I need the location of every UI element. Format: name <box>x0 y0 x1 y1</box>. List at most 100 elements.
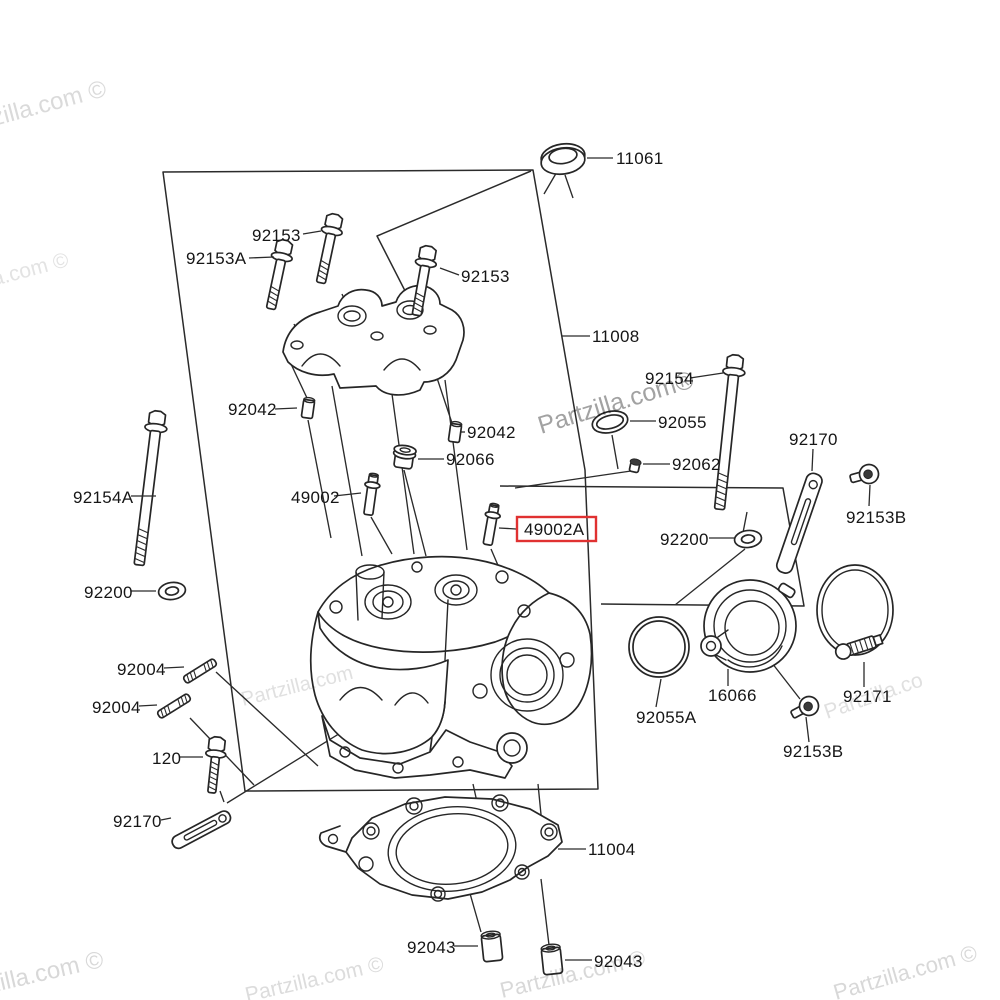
leader-line <box>302 230 322 235</box>
part-label-92154-5: 92154 <box>645 369 724 388</box>
part-label-11008-4: 11008 <box>562 327 640 346</box>
drawing-oring-92055 <box>591 410 629 434</box>
part-number-text: 92154A <box>73 488 134 507</box>
part-number-text: 92043 <box>594 952 643 971</box>
part-label-92066-9: 92066 <box>418 450 495 469</box>
part-number-text: 92153B <box>846 508 906 527</box>
drawing-guide-49002A <box>479 501 504 547</box>
drawing-bolt-92153-top <box>309 211 347 286</box>
part-number-text: 120 <box>152 749 181 768</box>
part-label-16066-22: 16066 <box>708 669 757 705</box>
drawing-stud-92004-top <box>181 657 219 685</box>
part-label-92043-27: 92043 <box>407 938 478 957</box>
watermark-text: zilla.com © <box>0 946 106 999</box>
watermark-text: Partzilla.com © <box>830 940 979 1000</box>
leader-line <box>689 372 724 379</box>
part-number-text: 16066 <box>708 686 757 705</box>
watermark-text: Partzilla.co <box>821 669 926 724</box>
part-label-11004-26: 11004 <box>558 840 636 859</box>
highlight-box <box>515 515 598 543</box>
leader-line <box>811 448 814 472</box>
part-number-text: 92153 <box>461 267 510 286</box>
part-label-92004-18: 92004 <box>117 660 185 679</box>
part-label-92153A-2: 92153A <box>186 249 275 268</box>
part-label-92200-14: 92200 <box>660 530 734 549</box>
leader-line <box>439 267 460 276</box>
watermark-text: a.com © <box>0 248 72 291</box>
drawing-cotter-92170-right <box>775 472 823 574</box>
part-number-text: 92153B <box>783 742 843 761</box>
drawing-socket-bolt-92153B-top <box>847 461 882 489</box>
part-number-text: 11004 <box>588 840 636 859</box>
drawing-washer-92200-right <box>732 528 764 550</box>
part-number-text: 92066 <box>446 450 495 469</box>
part-label-92004-19: 92004 <box>92 698 158 717</box>
leader-line <box>274 407 298 410</box>
part-number-text: 92042 <box>228 400 277 419</box>
drawing-bolt-92153A <box>259 237 297 312</box>
leader-line <box>498 527 517 530</box>
drawing-bolt-120 <box>200 735 229 795</box>
part-label-92171-24: 92171 <box>843 662 892 706</box>
watermark-text: zilla.com © <box>0 75 110 132</box>
watermark-text: Partzilla.com © <box>243 953 387 1000</box>
part-label-92153B-16: 92153B <box>846 484 906 527</box>
part-number-text: 11008 <box>592 327 640 346</box>
leader-line <box>868 484 871 507</box>
part-label-11061-0: 11061 <box>587 149 664 168</box>
drawing-stud-92004-bottom <box>155 692 193 720</box>
drawing-cylinder-head <box>309 555 593 779</box>
part-label-92170-15: 92170 <box>789 430 838 472</box>
drawing-dowel-92043-left <box>479 929 504 963</box>
part-label-92062-10: 92062 <box>643 455 721 474</box>
drawing-guide-49002 <box>359 471 383 517</box>
drawing-bolt-92154A <box>127 408 170 568</box>
leader-line <box>248 256 275 259</box>
part-number-text: 92154 <box>645 369 694 388</box>
part-number-text: 92200 <box>84 583 133 602</box>
drawing-clamp-92171 <box>816 564 894 660</box>
part-label-92200-17: 92200 <box>84 583 156 602</box>
part-label-49002-12: 49002 <box>291 488 362 507</box>
part-label-92042-7: 92042 <box>461 423 515 442</box>
leader-line <box>333 492 362 497</box>
part-number-text: 92055 <box>658 413 707 432</box>
part-number-text: 49002 <box>291 488 340 507</box>
part-number-text: 92153A <box>186 249 247 268</box>
drawing-oring-92055A <box>628 616 690 678</box>
part-label-92153-1: 92153 <box>252 226 322 245</box>
part-label-49002A-13: 49002A <box>498 515 598 543</box>
leader-line <box>805 716 810 743</box>
drawing-washer-92200-left <box>156 579 188 603</box>
part-number-text: 92043 <box>407 938 456 957</box>
part-number-text: 49002A <box>524 520 585 539</box>
drawing-camshaft-cap <box>282 284 465 396</box>
leader-line <box>163 666 185 669</box>
part-label-92153B-25: 92153B <box>783 716 843 761</box>
drawing-holder-16066 <box>700 579 797 673</box>
watermark-text: Partzilla.com © <box>498 945 648 1000</box>
part-number-text: 92171 <box>843 687 892 706</box>
leader-line <box>138 704 158 707</box>
part-number-text: 92062 <box>672 455 721 474</box>
leader-line <box>160 817 172 821</box>
drawing-socket-bolt-92153B-bottom <box>786 692 823 725</box>
part-label-92055-8: 92055 <box>630 413 707 432</box>
drawing-pin-92042-right <box>447 420 463 444</box>
drawing-cap-92066 <box>392 444 417 470</box>
drawing-pin-92042-left <box>300 396 316 420</box>
part-label-92042-6: 92042 <box>228 400 298 419</box>
drawing-strap-92170-left <box>171 810 232 850</box>
part-label-92154A-11: 92154A <box>73 488 156 507</box>
part-label-92170-21: 92170 <box>113 812 172 831</box>
part-label-92153-3: 92153 <box>439 267 510 286</box>
part-number-text: 92170 <box>789 430 838 449</box>
part-number-text: 92004 <box>92 698 141 717</box>
part-label-92043-28: 92043 <box>565 952 643 971</box>
part-number-text: 11061 <box>616 149 664 168</box>
part-label-120-20: 120 <box>152 749 203 768</box>
part-number-text: 92055A <box>636 708 697 727</box>
part-labels: 11061 92153 92153A 92153 11008 92154 92042 9204… <box>73 149 906 971</box>
